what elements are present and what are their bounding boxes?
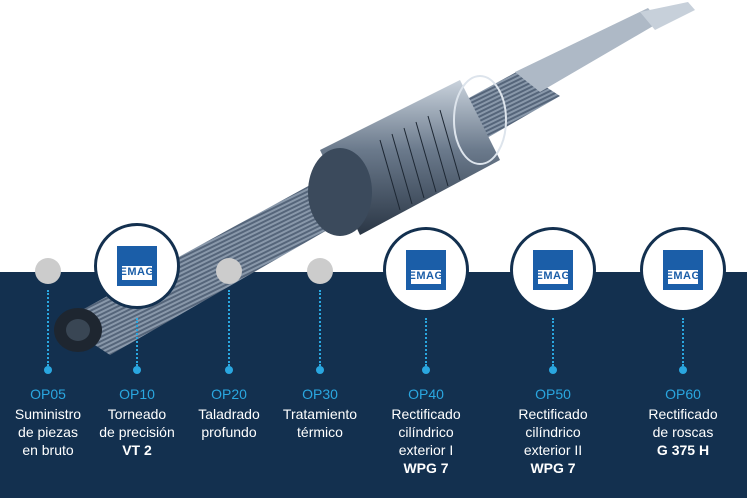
emag-logo-text: EMAG bbox=[119, 266, 155, 278]
machine-model: VT 2 bbox=[122, 442, 152, 458]
emag-logo: EMAG bbox=[640, 227, 726, 313]
description-line: Rectificado bbox=[518, 406, 588, 422]
op-code: OP05 bbox=[30, 386, 66, 402]
emag-logo-text: EMAG bbox=[665, 270, 701, 282]
description-line: Torneado bbox=[107, 406, 167, 422]
step-description: Rectificado cilíndrico exterior II WPG 7 bbox=[493, 405, 613, 477]
description-line: de precisión bbox=[99, 424, 175, 440]
connector-line bbox=[425, 318, 427, 366]
step-marker-dot bbox=[35, 258, 61, 284]
description-line: de roscas bbox=[652, 424, 714, 440]
connector-dot bbox=[133, 366, 141, 374]
connector-line bbox=[682, 318, 684, 366]
op-code: OP20 bbox=[211, 386, 247, 402]
step-marker-dot bbox=[216, 258, 242, 284]
op-code: OP50 bbox=[535, 386, 571, 402]
step-description: Rectificado cilíndrico exterior I WPG 7 bbox=[366, 405, 486, 477]
machine-model: WPG 7 bbox=[530, 460, 576, 476]
step-description: Taladrado profundo bbox=[169, 405, 289, 441]
connector-dot bbox=[422, 366, 430, 374]
description-line: cilíndrico bbox=[398, 424, 454, 440]
op-code: OP10 bbox=[119, 386, 155, 402]
connector-dot bbox=[549, 366, 557, 374]
op-code: OP60 bbox=[665, 386, 701, 402]
emag-logo: EMAG bbox=[510, 227, 596, 313]
step-description: Rectificado de roscas G 375 H bbox=[623, 405, 743, 459]
description-line: exterior I bbox=[398, 442, 454, 458]
emag-logo-text: EMAG bbox=[535, 270, 571, 282]
description-line: profundo bbox=[201, 424, 257, 440]
connector-line bbox=[228, 290, 230, 366]
op-code: OP40 bbox=[408, 386, 444, 402]
description-line: en bruto bbox=[22, 442, 74, 458]
step-description: Tratamiento térmico bbox=[260, 405, 380, 441]
description-line: exterior II bbox=[523, 442, 583, 458]
description-line: Taladrado bbox=[198, 406, 260, 422]
step-description: Suministro de piezas en bruto bbox=[0, 405, 108, 459]
description-line: cilíndrico bbox=[525, 424, 581, 440]
connector-line bbox=[552, 318, 554, 366]
description-line: térmico bbox=[297, 424, 343, 440]
emag-logo-text: EMAG bbox=[408, 270, 444, 282]
op-code: OP30 bbox=[302, 386, 338, 402]
description-line: de piezas bbox=[18, 424, 78, 440]
description-line: Tratamiento bbox=[282, 406, 358, 422]
connector-line bbox=[47, 290, 49, 366]
machine-model: G 375 H bbox=[656, 442, 710, 458]
step-marker-dot bbox=[307, 258, 333, 284]
connector-line bbox=[319, 290, 321, 366]
connector-dot bbox=[225, 366, 233, 374]
description-line: Suministro bbox=[14, 406, 82, 422]
description-line: Rectificado bbox=[648, 406, 718, 422]
connector-dot bbox=[679, 366, 687, 374]
emag-logo: EMAG bbox=[94, 223, 180, 309]
connector-dot bbox=[44, 366, 52, 374]
description-line: Rectificado bbox=[391, 406, 461, 422]
connector-line bbox=[136, 318, 138, 366]
connector-dot bbox=[316, 366, 324, 374]
machine-model: WPG 7 bbox=[403, 460, 449, 476]
emag-logo: EMAG bbox=[383, 227, 469, 313]
step-description: Torneado de precisión VT 2 bbox=[77, 405, 197, 459]
